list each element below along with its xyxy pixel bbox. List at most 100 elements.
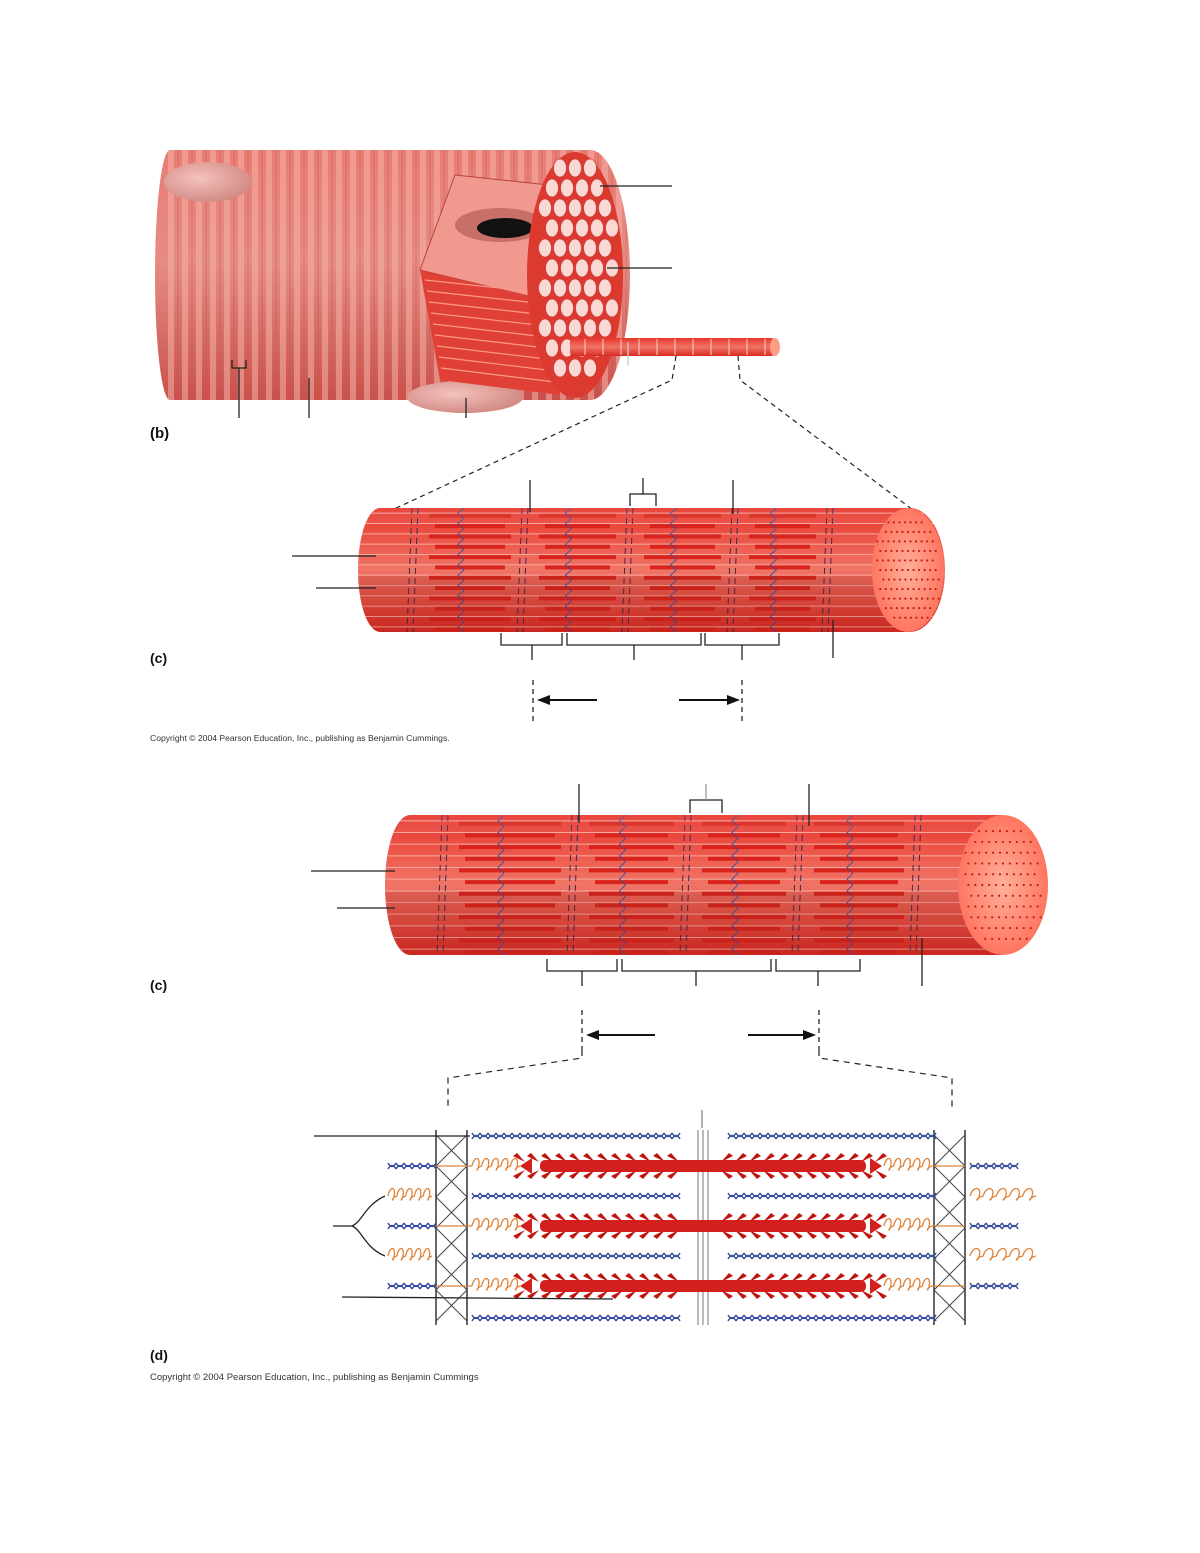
myofibril-bottom [385, 815, 1048, 955]
myosin-head [777, 1273, 789, 1282]
filament-end-dot [893, 597, 896, 600]
elastic-filament [471, 1217, 521, 1231]
filament-end-dot [1025, 894, 1028, 897]
filament-end-dot [915, 578, 918, 581]
z-disc-line [679, 815, 686, 955]
filament-end-dot [994, 883, 998, 887]
filament-end-dot [1022, 862, 1025, 865]
myofibril-circle [538, 278, 552, 298]
filament-end-dot [898, 540, 901, 543]
myosin-head [833, 1230, 845, 1239]
myosin-head [735, 1273, 747, 1282]
elastic-filament [387, 1247, 433, 1261]
sarcoplasmic-reticulum [731, 873, 739, 886]
sarcoplasmic-reticulum [769, 610, 777, 623]
filament-end-dot [1011, 937, 1015, 940]
filament-end-dot [1019, 851, 1022, 854]
myosin-head [861, 1213, 873, 1222]
myosin-head [721, 1153, 733, 1162]
myofibril-circle [553, 358, 567, 378]
myosin-head [749, 1170, 761, 1179]
sarcoplasmic-reticulum [669, 559, 677, 571]
myosin-head [819, 1153, 831, 1162]
filament-end-dot [1025, 916, 1028, 919]
filament-end-dot [929, 530, 932, 533]
myosin-head [805, 1290, 817, 1299]
sarcoplasmic-reticulum [769, 590, 777, 602]
z-disc-line [797, 815, 804, 955]
myofibril-circle [560, 218, 574, 238]
sarcoplasmic-reticulum [669, 590, 677, 602]
sarcoplasmic-reticulum [564, 579, 572, 592]
filament-end-dot [917, 607, 921, 610]
filament-end-dot [967, 883, 970, 887]
z-disc-link [933, 1134, 966, 1167]
sarcoplasmic-reticulum [564, 569, 572, 581]
sarcoplasmic-reticulum [618, 943, 626, 955]
filament-end-dot [881, 540, 884, 543]
thick-filament-tip [520, 1218, 532, 1234]
z-disc-line [821, 508, 828, 632]
sarcoplasmic-reticulum [457, 600, 465, 612]
filament-end-dot [985, 830, 988, 833]
filament-end-dot [964, 873, 967, 876]
myofibril-circle [553, 158, 567, 178]
sarcoplasmic-reticulum [457, 538, 465, 550]
myosin-head [513, 1230, 525, 1239]
myofibril-circle [568, 238, 582, 258]
z-disc-link [933, 1165, 966, 1198]
sarcoplasmic-reticulum [669, 508, 677, 519]
filament-end-dot [887, 521, 890, 524]
filament-end-dot [917, 587, 921, 591]
filament-end-dot [974, 905, 977, 908]
myofibril-circle [538, 318, 552, 338]
filament-end-dot [917, 568, 921, 572]
filament-end-dot [970, 916, 973, 919]
filament-end-dot [978, 851, 981, 854]
myosin-head [791, 1273, 803, 1282]
filament-end-dot [1018, 894, 1021, 897]
myofibril-circle [545, 218, 559, 238]
myosin-head [749, 1153, 761, 1162]
filament-end-dot [903, 521, 907, 524]
thick-filament-tip [520, 1278, 532, 1294]
sarcoplasmic-reticulum [846, 919, 854, 932]
myofibril-circle [605, 218, 619, 238]
myosin-head [611, 1290, 623, 1299]
myofibril-circle [545, 338, 559, 358]
filament-end-dot [1019, 830, 1022, 833]
sarcoplasmic-reticulum [669, 579, 677, 592]
filament-end-dot [1018, 937, 1021, 940]
exposed-myofibril-line [440, 367, 556, 383]
sarcoplasmic-reticulum [846, 873, 854, 886]
filament-end-dot [884, 549, 887, 553]
sarcoplasmic-reticulum [618, 896, 626, 909]
myosin-head [805, 1230, 817, 1239]
myosin-head [861, 1273, 873, 1282]
filament-end-dot [929, 607, 932, 610]
sarcoplasmic-reticulum [457, 559, 465, 571]
sarcoplasmic-reticulum [497, 896, 505, 909]
filament-end-dot [1004, 894, 1008, 897]
myosin-head [625, 1213, 637, 1222]
myofibril-circle [598, 238, 612, 258]
filament-end-dot [901, 568, 904, 572]
myosin-head [597, 1290, 609, 1299]
filament-end-dot [1022, 926, 1025, 930]
filament-end-dot [1022, 883, 1025, 887]
sarcoplasmic-reticulum [497, 849, 505, 862]
thick-filament-tip [870, 1158, 882, 1174]
myosin-head [583, 1213, 595, 1222]
filament-end-dot [991, 851, 995, 854]
myosin-head [555, 1153, 567, 1162]
sarcoplasmic-reticulum [564, 548, 572, 561]
filament-end-dot [967, 862, 970, 865]
filament-end-dot [892, 559, 896, 562]
myofibril-circle [590, 178, 604, 198]
filament-end-dot [923, 607, 926, 610]
filament-end-dot [926, 559, 929, 562]
thin-filament [471, 1252, 681, 1260]
filament-end-dot [901, 607, 904, 610]
filament-end-dot [985, 873, 988, 876]
myosin-head [847, 1273, 859, 1282]
